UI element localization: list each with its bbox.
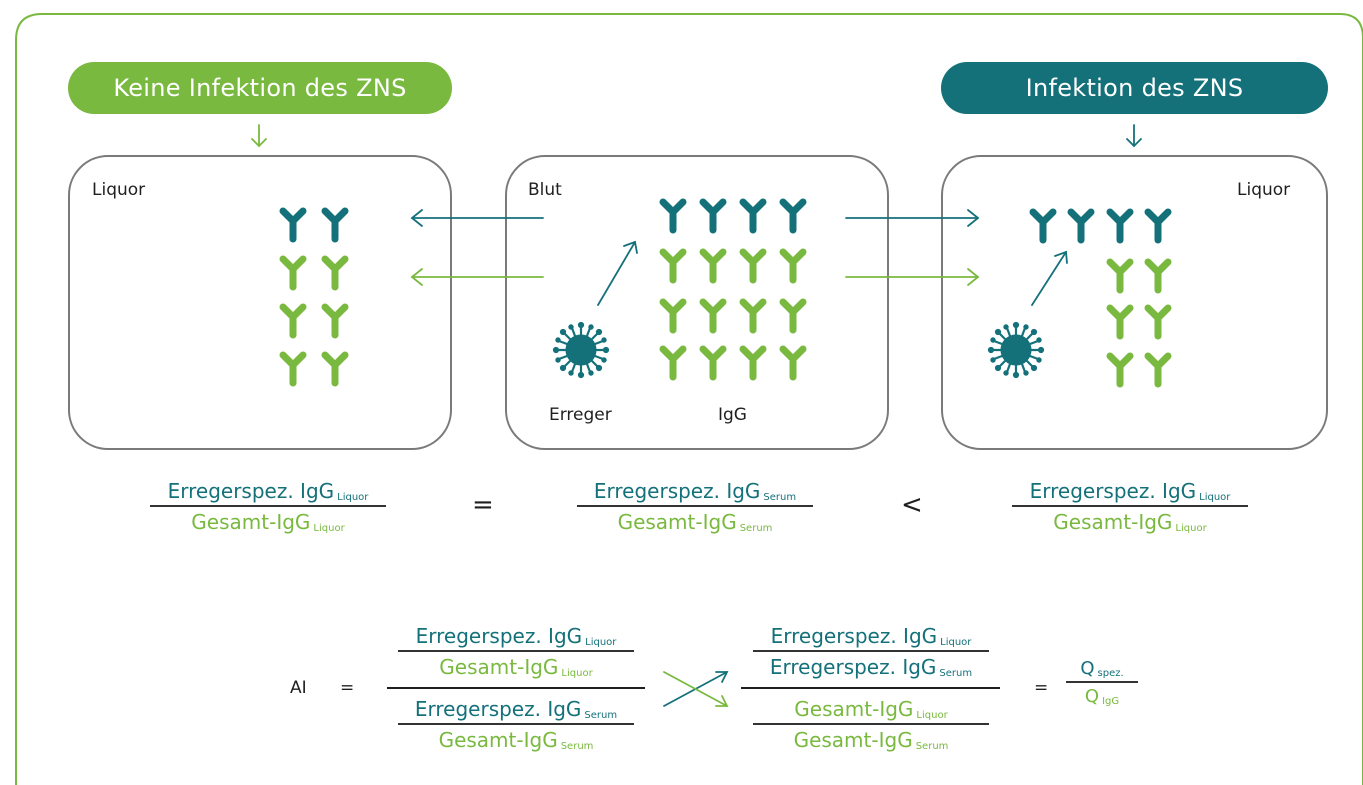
arrow-icon — [597, 240, 638, 306]
denominator: Gesamt-IgG — [1053, 509, 1173, 534]
arrow-icon — [663, 671, 729, 707]
subscript: Serum — [584, 710, 618, 721]
numerator: Erregerspez. IgG — [167, 479, 335, 503]
numerator: Erregerspez. IgG — [1029, 479, 1197, 503]
arrow-icon — [845, 209, 980, 227]
subscript: Serum — [739, 522, 773, 534]
equals-sign: = — [472, 490, 494, 520]
subscript: spez. — [1097, 668, 1124, 679]
fraction-bar — [398, 650, 634, 652]
subscript: Liquor — [561, 667, 593, 679]
infection-header: Infektion des ZNS — [941, 62, 1328, 114]
fraction-bar — [753, 650, 989, 652]
fraction-bar — [398, 723, 634, 725]
numerator: Erregerspez. IgG — [770, 624, 938, 648]
csf-label-left: Liquor — [92, 180, 146, 200]
subscript: Liquor — [585, 637, 617, 648]
arrow-icon — [845, 268, 980, 286]
subscript: Serum — [939, 667, 973, 679]
denominator: Gesamt-IgG — [191, 509, 311, 534]
subscript: Serum — [763, 492, 797, 503]
equals-sign: = — [1034, 678, 1049, 698]
antibody-icon — [663, 252, 803, 377]
csf-box-left — [68, 155, 452, 450]
subscript: Liquor — [1175, 522, 1207, 534]
antibody-icon — [663, 202, 803, 230]
subscript: Liquor — [1199, 492, 1231, 503]
arrow-icon — [1126, 124, 1142, 148]
arrow-icon — [410, 209, 544, 227]
virus-icon — [987, 321, 1045, 379]
fraction-bar — [150, 505, 386, 507]
virus-icon — [552, 321, 610, 379]
fraction-bar — [1012, 505, 1248, 507]
denominator: Gesamt-IgG — [438, 727, 558, 752]
antibody-icon — [283, 259, 345, 383]
pathogen-label: Erreger — [549, 405, 612, 425]
subscript: IgG — [1102, 695, 1120, 707]
denominator: Gesamt-IgG — [439, 654, 559, 679]
denominator: Erregerspez. IgG — [769, 654, 937, 679]
antibody-icon — [1110, 262, 1168, 384]
fraction-bar — [1066, 681, 1138, 683]
antibody-icon — [1033, 212, 1168, 240]
less-than-sign: < — [901, 490, 923, 520]
subscript: Serum — [915, 740, 949, 752]
subscript: Liquor — [313, 522, 345, 534]
ai-label: AI — [290, 678, 307, 698]
subscript: Liquor — [916, 710, 948, 721]
csf-label-right: Liquor — [1237, 180, 1291, 200]
fraction-bar — [577, 505, 813, 507]
arrow-icon — [410, 268, 544, 286]
equals-sign: = — [340, 678, 355, 698]
denominator: Q — [1084, 685, 1100, 707]
denominator: Gesamt-IgG — [617, 509, 737, 534]
arrow-icon — [1031, 250, 1068, 306]
csf-box-right — [941, 155, 1328, 450]
no-infection-header: Keine Infektion des ZNS — [68, 62, 452, 114]
numerator: Erregerspez. IgG — [593, 479, 761, 503]
subscript: Liquor — [940, 637, 972, 648]
antibody-icon — [283, 211, 345, 239]
numerator: Gesamt-IgG — [794, 697, 914, 721]
fraction-bar — [753, 723, 989, 725]
arrow-icon — [251, 124, 267, 148]
subscript: Liquor — [337, 492, 369, 503]
denominator: Gesamt-IgG — [793, 727, 913, 752]
blood-label: Blut — [528, 180, 562, 200]
subscript: Serum — [560, 740, 594, 752]
numerator: Q — [1080, 658, 1095, 679]
numerator: Erregerspez. IgG — [414, 697, 582, 721]
numerator: Erregerspez. IgG — [415, 624, 583, 648]
igg-label: IgG — [718, 405, 747, 425]
blood-box — [505, 155, 889, 450]
